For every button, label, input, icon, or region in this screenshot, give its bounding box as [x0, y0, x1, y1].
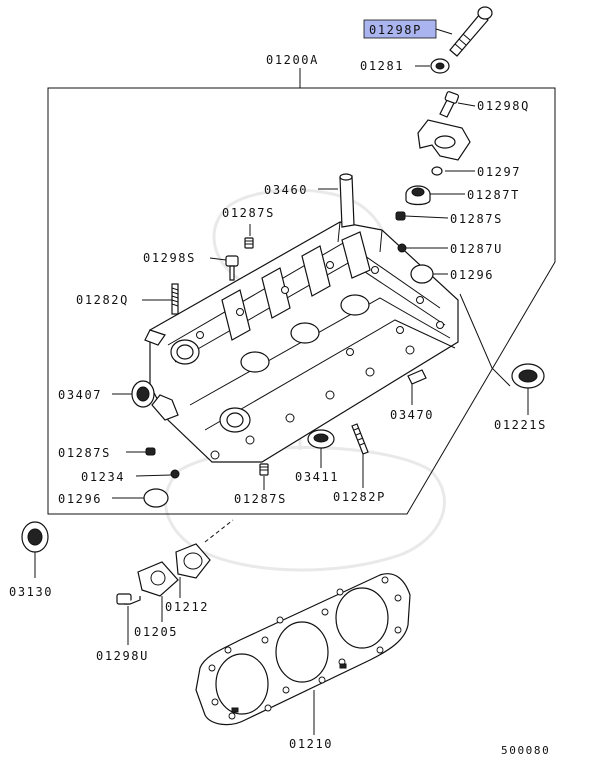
label-01287S-lower: 01287S: [58, 446, 111, 460]
pin-03470: [407, 369, 427, 385]
label-01296-right: 01296: [450, 268, 494, 282]
label-01287S-right: 01287S: [450, 212, 503, 226]
label-01298U: 01298U: [96, 649, 149, 663]
washer-01281: [430, 58, 450, 74]
head-gasket-01210: [195, 573, 411, 726]
label-01212: 01212: [165, 600, 209, 614]
seal-03411: [307, 429, 335, 449]
bracket-cam-cap: [417, 119, 471, 161]
label-01298Q: 01298Q: [477, 99, 530, 113]
plug-01287S-bottom: [259, 463, 269, 476]
seal-03130: [21, 521, 49, 553]
bolt-01298P: [449, 6, 493, 57]
label-01298S: 01298S: [143, 251, 196, 265]
stud-01282P: [351, 423, 369, 455]
cap-01296-right: [410, 264, 434, 284]
label-01205: 01205: [134, 625, 178, 639]
label-01234: 01234: [81, 470, 125, 484]
bolt-01298S: [225, 255, 239, 281]
plug-01287T: [405, 185, 431, 206]
assembly-outline: [47, 87, 556, 515]
cap-01296-left: [143, 488, 169, 508]
highlight-box: [363, 19, 437, 39]
stud-01282Q: [171, 283, 179, 315]
label-03411: 03411: [295, 470, 339, 484]
seal-01221S: [511, 363, 545, 389]
label-03470: 03470: [390, 408, 434, 422]
label-01200A: 01200A: [266, 53, 319, 67]
label-01282Q: 01282Q: [76, 293, 129, 307]
cover-01205: [137, 561, 179, 597]
label-01296-left: 01296: [58, 492, 102, 506]
plug-01287S-upper: [244, 237, 254, 249]
label-01287U: 01287U: [450, 242, 503, 256]
label-01210: 01210: [289, 737, 333, 751]
bolt-01298Q: [439, 91, 460, 118]
label-01221S: 01221S: [494, 418, 547, 432]
pin-01297: [431, 166, 443, 176]
dashed-link: [204, 519, 234, 543]
label-03407: 03407: [58, 388, 102, 402]
reference-code: 500080: [501, 744, 550, 757]
leader-lines: [112, 28, 475, 499]
cylinder-head: [144, 221, 459, 463]
label-01287S-upper: 01287S: [222, 206, 275, 220]
callout-labels: 01298P 01281 01200A 01298Q 01297 03460 0…: [9, 23, 550, 757]
label-01281: 01281: [360, 59, 404, 73]
label-01287S-bottom: 01287S: [234, 492, 287, 506]
label-03130: 03130: [9, 585, 53, 599]
label-01282P: 01282P: [333, 490, 386, 504]
label-01297: 01297: [477, 165, 521, 179]
label-03460: 03460: [264, 183, 308, 197]
plug-01287S-right: [395, 211, 406, 221]
label-01298P: 01298P: [369, 23, 422, 37]
label-01287T: 01287T: [467, 188, 520, 202]
guide-03460: [339, 173, 355, 228]
leader-01221S-area: [459, 293, 511, 387]
seal-03407: [131, 380, 155, 408]
pin-01234: [170, 469, 180, 479]
plug-01287S-lower: [145, 447, 156, 456]
plug-01287U: [397, 243, 407, 253]
gasket-01212: [175, 543, 211, 579]
bolt-01298U: [116, 593, 141, 605]
